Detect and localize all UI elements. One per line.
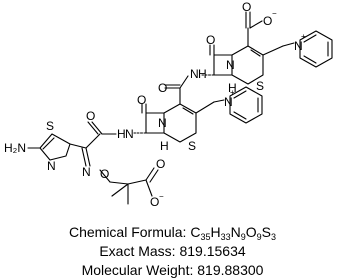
middle-plus-charge: + xyxy=(230,88,235,97)
acid-oxygen-1: O xyxy=(156,157,165,171)
exact-mass-value: 819.15634 xyxy=(179,243,246,259)
formula-subscript: 9 xyxy=(240,232,246,242)
top-pyridinium-nitrogen: N xyxy=(294,39,303,53)
formula-element: C xyxy=(190,224,201,240)
amide-nh-hydrogen-top: H xyxy=(198,67,207,81)
oxime-oxygen: O xyxy=(100,167,109,181)
amino-group: H₂N xyxy=(4,141,26,155)
middle-cephem-bonds xyxy=(133,101,215,143)
amide-nh-nitrogen-top: N xyxy=(190,67,199,81)
acid-minus-charge: − xyxy=(159,192,164,201)
carboxylate-top-o: O xyxy=(242,0,251,14)
formula-element: N xyxy=(230,224,241,240)
middle-pyridinium-ring xyxy=(213,86,263,124)
exact-mass-label: Exact Mass: xyxy=(99,243,180,259)
top-lactam-nitrogen: N xyxy=(226,58,235,72)
formula-subscript: 33 xyxy=(220,232,231,242)
middle-ring-sulfur: S xyxy=(188,139,196,153)
amide-oxygen-top: O xyxy=(158,81,167,95)
chemical-formula-line: Chemical Formula: C35H33N9O9S3 xyxy=(0,224,345,242)
top-cephem-bonds xyxy=(201,11,284,85)
acid-oxygen-2: O xyxy=(150,195,159,209)
formula-value: C35H33N9O9S3 xyxy=(190,224,277,242)
middle-lactam-nitrogen: N xyxy=(158,116,167,130)
top-stereo-h: H xyxy=(228,81,237,95)
molecular-weight-label: Molecular Weight: xyxy=(81,262,198,278)
formula-label: Chemical Formula: xyxy=(68,224,191,240)
thiazole-nitrogen: N xyxy=(47,159,56,173)
oxime-nitrogen: N xyxy=(82,165,91,179)
minus-charge-sign: − xyxy=(272,9,277,18)
top-ring-sulfur: S xyxy=(256,79,264,93)
top-pyridinium-ring xyxy=(282,30,333,68)
molecular-weight-value: 819.88300 xyxy=(197,262,264,278)
molecule-structure: O O − O N S N + H O N H O N S N + H H N … xyxy=(4,0,333,209)
carboxylate-top-o-minus: O xyxy=(263,14,272,28)
formula-subscript: 35 xyxy=(200,232,211,242)
top-lactam-oxygen: O xyxy=(206,33,215,47)
middle-lactam-oxygen: O xyxy=(137,93,146,107)
formula-element: H xyxy=(210,224,221,240)
thiazole-sulfur: S xyxy=(46,119,54,133)
amide-nh-hydrogen-mid: H xyxy=(117,127,126,141)
formula-subscript: 3 xyxy=(271,232,277,242)
middle-stereo-h: H xyxy=(160,139,169,153)
formula-element: O xyxy=(245,224,257,240)
amide-link-bonds xyxy=(164,75,189,105)
keto-oxygen: O xyxy=(86,109,95,123)
molecular-weight-line: Molecular Weight: 819.88300 xyxy=(0,262,345,278)
top-plus-charge: + xyxy=(301,32,306,41)
formula-element: S xyxy=(261,224,272,240)
atom-labels: O O − O N S N + H O N H O N S N + H H N … xyxy=(4,0,306,209)
amide-nh-nitrogen-mid: N xyxy=(125,127,134,141)
middle-pyridinium-nitrogen: N xyxy=(224,95,233,109)
exact-mass-line: Exact Mass: 819.15634 xyxy=(0,243,345,259)
formula-subscript: 9 xyxy=(256,232,262,242)
side-chain-bonds xyxy=(27,121,159,205)
